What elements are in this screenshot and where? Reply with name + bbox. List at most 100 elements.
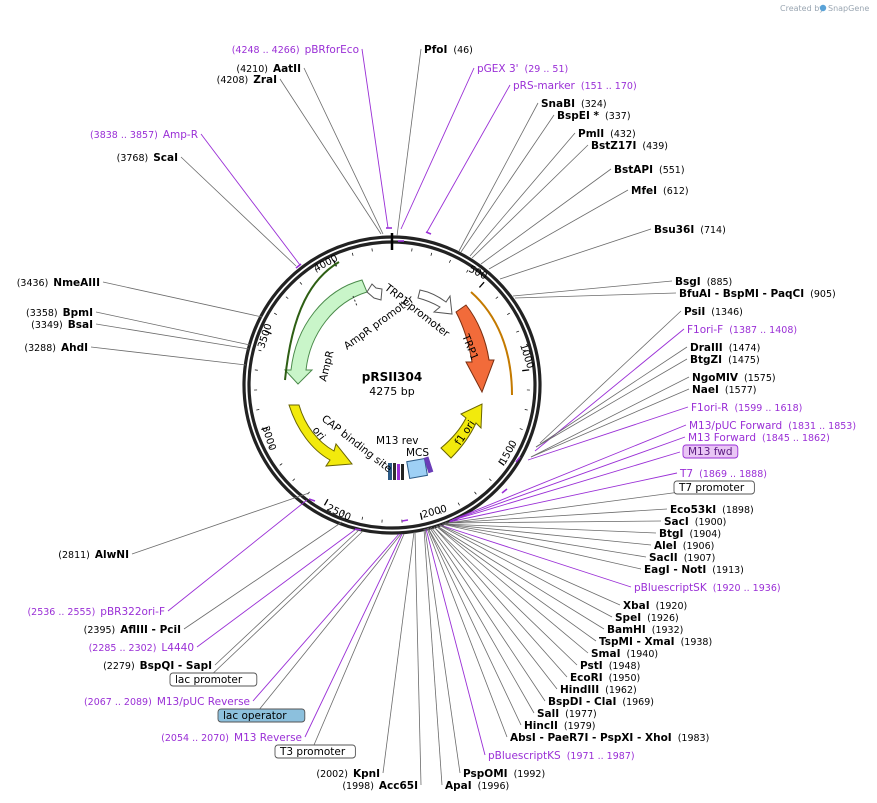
site-label-bsu36i[interactable]: Bsu36I(714): [654, 224, 726, 236]
site-label-prs-marker[interactable]: pRS-marker(151 .. 170): [513, 80, 637, 92]
ampr-arrow[interactable]: [283, 279, 368, 385]
site-label-pspomi[interactable]: PspOMI(1992): [463, 768, 545, 780]
scale-tick: [448, 259, 451, 263]
site-label-lac-operator[interactable]: lac operator: [217, 708, 306, 723]
site-label-m13puc-rev[interactable]: M13/pUC Reverse(2067 .. 2089): [84, 696, 250, 708]
site-label-pfoi[interactable]: PfoI(46): [424, 44, 473, 56]
site-label-snabi[interactable]: SnaBI(324): [541, 98, 607, 110]
site-label-btgzi[interactable]: BtgZI(1475): [690, 354, 760, 366]
site-label-bstapi[interactable]: BstAPI(551): [614, 164, 685, 176]
site-label-bpmi[interactable]: BpmI(3358): [26, 307, 93, 319]
site-label-alwni[interactable]: AlwNI(2811): [58, 549, 129, 561]
label-pos-acc65i: (1998): [342, 781, 374, 792]
site-label-m13puc-fwd[interactable]: M13/pUC Forward(1831 .. 1853): [689, 420, 856, 432]
f1ori-arrow[interactable]: [440, 403, 483, 459]
trp1-arrow[interactable]: [455, 304, 495, 394]
label-name-spei: SpeI: [615, 612, 641, 624]
site-label-hincii[interactable]: HincII(1979): [524, 720, 596, 732]
leader-line-zrai: [279, 78, 382, 235]
leader-line-sali: [427, 527, 535, 714]
scale-tick: [315, 269, 318, 273]
site-label-bfuai[interactable]: BfuAI - BspMI - PaqCI(905): [679, 288, 836, 300]
site-label-ngomiv[interactable]: NgoMIV(1575): [692, 372, 776, 384]
site-label-m13-fwd[interactable]: M13 fwd: [682, 444, 739, 459]
site-label-sacii[interactable]: SacII(1907): [649, 552, 715, 564]
site-label-scai[interactable]: ScaI(3768): [117, 152, 178, 164]
site-label-f1ori-f[interactable]: F1ori-F(1387 .. 1408): [687, 324, 797, 336]
site-label-saci[interactable]: SacI(1900): [664, 516, 726, 528]
site-label-tspmi[interactable]: TspMI - XmaI(1938): [599, 636, 712, 648]
mcs-block[interactable]: [406, 457, 429, 480]
site-label-afliii[interactable]: AflIII - PciI(2395): [84, 624, 181, 636]
site-label-kpni[interactable]: KpnI(2002): [316, 768, 380, 780]
site-label-pgex3[interactable]: pGEX 3'(29 .. 51): [477, 63, 568, 75]
ampr-promoter-arrow[interactable]: [366, 283, 383, 301]
site-label-bsai[interactable]: BsaI(3349): [31, 319, 93, 331]
site-label-xbai[interactable]: XbaI(1920): [623, 600, 687, 612]
site-labels: pBRforEco(4248 .. 4266) AatII(4210)ZraI(4…: [17, 44, 856, 792]
label-name-alwni: AlwNI: [95, 549, 129, 561]
site-label-psii[interactable]: PsiI(1346): [684, 306, 743, 318]
ampr-label: AmpR: [317, 349, 336, 382]
site-label-absi[interactable]: AbsI - PaeR7I - PspXI - XhoI(1983): [510, 732, 709, 744]
site-label-pbluescriptks[interactable]: pBluescriptKS(1971 .. 1987): [488, 750, 635, 762]
site-label-acc65i[interactable]: Acc65I(1998): [342, 780, 418, 792]
site-label-amp-r[interactable]: Amp-R(3838 .. 3857): [90, 129, 198, 141]
site-label-bamhi[interactable]: BamHI(1932): [607, 624, 683, 636]
leader-line-alei: [442, 523, 652, 546]
site-label-hindiii[interactable]: HindIII(1962): [560, 684, 637, 696]
trp1-promoter-arrow[interactable]: [417, 289, 453, 315]
site-label-smai[interactable]: SmaI(1940): [591, 648, 658, 660]
site-label-sali[interactable]: SalI(1977): [537, 708, 597, 720]
label-pos-mfei: (612): [663, 186, 689, 197]
site-label-psti[interactable]: PstI(1948): [580, 660, 640, 672]
site-label-draiii[interactable]: DraIII(1474): [690, 342, 760, 354]
site-label-bspdi[interactable]: BspDI - ClaI(1969): [548, 696, 654, 708]
site-label-eco53ki[interactable]: Eco53kI(1898): [670, 504, 754, 516]
leader-line-m13-reverse: [304, 533, 403, 738]
label-pos-m13-reverse: (2054 .. 2070): [161, 733, 229, 744]
site-label-ahdi[interactable]: AhdI(3288): [24, 342, 88, 354]
backbone: [242, 233, 542, 535]
site-label-pbluescriptsk[interactable]: pBluescriptSK(1920 .. 1936): [634, 582, 781, 594]
site-label-m13-reverse[interactable]: M13 Reverse(2054 .. 2070): [161, 732, 302, 744]
site-label-pbr322ori-f[interactable]: pBR322ori-F(2536 .. 2555): [27, 606, 165, 618]
site-label-eagi[interactable]: EagI - NotI(1913): [644, 564, 744, 576]
site-label-m13-forward[interactable]: M13 Forward(1845 .. 1862): [688, 432, 830, 444]
site-label-zrai[interactable]: ZraI(4208): [217, 74, 277, 86]
leader-line-apai: [423, 528, 443, 786]
label-name-m13puc-fwd: M13/pUC Forward: [689, 420, 782, 432]
site-label-alei[interactable]: AleI(1906): [654, 540, 714, 552]
site-label-aatii[interactable]: AatII(4210): [236, 63, 301, 75]
site-label-t7[interactable]: T7(1869 .. 1888): [679, 468, 767, 480]
site-label-spei[interactable]: SpeI (1926): [615, 612, 679, 624]
site-label-bstz17i[interactable]: BstZ17I(439): [591, 140, 668, 152]
site-label-bspei[interactable]: BspEI *(337): [557, 110, 631, 122]
site-label-lac-promoter[interactable]: lac promoter: [169, 672, 258, 687]
site-label-f1ori-r[interactable]: F1ori-R(1599 .. 1618): [691, 402, 802, 414]
label-name-prs-marker: pRS-marker: [513, 80, 576, 92]
site-label-bspqi[interactable]: BspQI - SapI(2279): [103, 660, 212, 672]
site-label-pbrforeco[interactable]: pBRforEco(4248 .. 4266): [232, 44, 359, 56]
snapgene-logo-icon: [819, 4, 827, 12]
ori-arrow[interactable]: [288, 404, 353, 467]
site-label-t7-promoter[interactable]: T7 promoter: [673, 480, 755, 495]
site-label-bsgi[interactable]: BsgI(885): [675, 276, 732, 288]
label-pos-absi: (1983): [678, 733, 710, 744]
site-label-btgi[interactable]: BtgI(1904): [659, 528, 721, 540]
site-label-naei[interactable]: NaeI(1577): [692, 384, 757, 396]
site-label-mfei[interactable]: MfeI(612): [631, 185, 689, 197]
label-pos-spei: (1926): [647, 613, 679, 624]
site-label-apai[interactable]: ApaI(1996): [445, 780, 509, 792]
site-label-pmli[interactable]: PmlI(432): [578, 128, 636, 140]
site-label-t3-promoter[interactable]: T3 promoter: [274, 744, 356, 759]
leader-line-ahdi: [90, 346, 247, 366]
site-label-l4440[interactable]: L4440(2285 .. 2302): [89, 642, 194, 654]
label-pos-draiii: (1474): [729, 343, 761, 354]
label-name-bsai: BsaI: [68, 319, 93, 331]
label-name-kpni: KpnI: [353, 768, 380, 780]
site-label-nmeaiii[interactable]: NmeAIII(3436): [17, 277, 100, 289]
site-label-ecori[interactable]: EcoRI(1950): [570, 672, 640, 684]
label-pos-bamhi: (1932): [652, 625, 684, 636]
